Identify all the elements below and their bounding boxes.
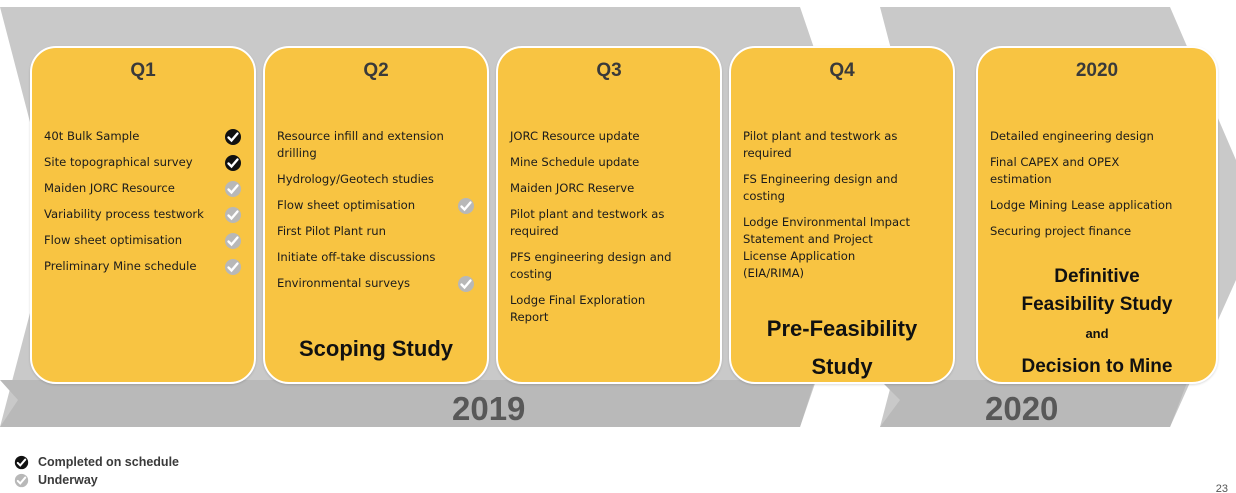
stage-label: Definitive	[1054, 266, 1140, 287]
milestone-item: Pilot plant and testwork as required	[510, 206, 710, 240]
milestone-text: Hydrology/Geotech studies	[277, 172, 434, 186]
card-title: Q1	[130, 60, 156, 81]
milestone-text: FS Engineering design and costing	[743, 172, 898, 203]
year-label-2019: 2019	[452, 390, 526, 427]
check-circle-grey-icon	[225, 207, 241, 223]
milestone-text: Initiate off-take discussions	[277, 250, 436, 264]
stage-label: Study	[811, 354, 873, 379]
milestone-item: Initiate off-take discussions	[277, 249, 477, 266]
check-circle-black-icon	[14, 455, 29, 470]
milestone-item: Lodge Final Exploration Report	[510, 292, 710, 326]
arrow-2019-band	[0, 380, 815, 427]
milestone-item: Variability process testwork	[44, 206, 244, 223]
check-circle-grey-icon	[225, 259, 241, 275]
milestone-item: Hydrology/Geotech studies	[277, 171, 477, 188]
milestone-text: Securing project finance	[990, 224, 1132, 238]
check-circle-black-icon	[225, 129, 241, 145]
year-label-2020: 2020	[985, 390, 1059, 427]
milestone-list: Pilot plant and testwork as required FS E…	[743, 128, 943, 291]
milestone-item: Maiden JORC Reserve	[510, 180, 710, 197]
milestone-text: JORC Resource update	[510, 129, 640, 143]
milestone-item: FS Engineering design and costing	[743, 171, 943, 205]
milestone-item: Securing project finance	[990, 223, 1206, 240]
milestone-item: Lodge Environmental Impact Statement and…	[743, 214, 943, 282]
milestone-item: Pilot plant and testwork as required	[743, 128, 943, 162]
milestone-item: Detailed engineering design	[990, 128, 1206, 145]
check-circle-grey-icon	[225, 233, 241, 249]
milestone-text: Maiden JORC Resource	[44, 181, 175, 195]
arrow-2020-band	[880, 380, 1188, 427]
milestone-item: PFS engineering design and costing	[510, 249, 710, 283]
stage-label: Decision to Mine	[1021, 356, 1173, 377]
stage-label: Pre-Feasibility	[766, 316, 918, 341]
milestone-text: 40t Bulk Sample	[44, 129, 140, 143]
milestone-item: Resource infill and extension drilling	[277, 128, 477, 162]
card-title: Q4	[829, 60, 855, 81]
milestone-item: First Pilot Plant run	[277, 223, 477, 240]
milestone-item: Lodge Mining Lease application	[990, 197, 1206, 214]
milestone-text: Preliminary Mine schedule	[44, 259, 197, 273]
legend-completed-label: Completed on schedule	[38, 455, 179, 469]
check-circle-grey-icon	[458, 198, 474, 214]
milestone-item: Preliminary Mine schedule	[44, 258, 244, 275]
milestone-item: 40t Bulk Sample	[44, 128, 244, 145]
milestone-item: Maiden JORC Resource	[44, 180, 244, 197]
milestone-text: Resource infill and extension drilling	[277, 129, 444, 160]
milestone-item: Final CAPEX and OPEX estimation	[990, 154, 1206, 188]
stage-label: Scoping Study	[299, 336, 453, 361]
card-title: Q3	[596, 60, 622, 81]
legend-underway-label: Underway	[38, 473, 98, 487]
milestone-text: Mine Schedule update	[510, 155, 640, 169]
milestone-text: Pilot plant and testwork as required	[510, 207, 665, 238]
check-circle-grey-icon	[225, 181, 241, 197]
milestone-item: Environmental surveys	[277, 275, 477, 292]
milestone-text: Flow sheet optimisation	[44, 233, 183, 247]
stage-label: Feasibility Study	[1021, 294, 1173, 315]
milestone-text: Detailed engineering design	[990, 129, 1154, 143]
card-title: 2020	[1075, 60, 1119, 81]
check-circle-grey-icon	[14, 473, 29, 488]
milestone-text: First Pilot Plant run	[277, 224, 386, 238]
milestone-text: Maiden JORC Reserve	[510, 181, 635, 195]
milestone-item: JORC Resource update	[510, 128, 710, 145]
milestone-text: Variability process testwork	[44, 207, 204, 221]
milestone-text: Pilot plant and testwork as required	[743, 129, 898, 160]
stage-label: and	[1085, 326, 1109, 341]
milestone-text: Lodge Environmental Impact Statement and…	[743, 215, 911, 280]
milestone-item: Site topographical survey	[44, 154, 244, 171]
check-circle-black-icon	[225, 155, 241, 171]
milestone-text: Lodge Final Exploration Report	[510, 293, 646, 324]
card-title: Q2	[363, 60, 389, 81]
check-circle-grey-icon	[458, 276, 474, 292]
milestone-text: Environmental surveys	[277, 276, 411, 290]
milestone-item: Mine Schedule update	[510, 154, 710, 171]
milestone-text: Final CAPEX and OPEX estimation	[990, 155, 1120, 186]
milestone-text: PFS engineering design and costing	[510, 250, 672, 281]
milestone-text: Flow sheet optimisation	[277, 198, 416, 212]
milestone-item: Flow sheet optimisation	[277, 197, 477, 214]
milestone-text: Lodge Mining Lease application	[990, 198, 1173, 212]
milestone-text: Site topographical survey	[44, 155, 193, 169]
page-number: 23	[1215, 483, 1228, 493]
milestone-item: Flow sheet optimisation	[44, 232, 244, 249]
